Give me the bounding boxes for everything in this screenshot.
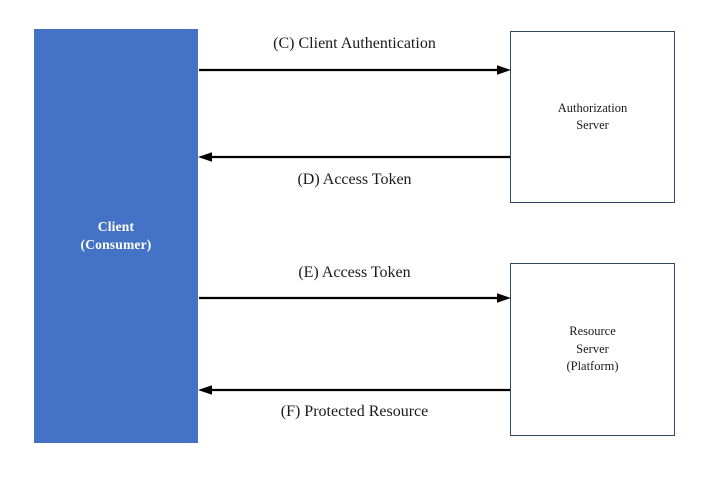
arrow-client-authentication	[198, 63, 511, 77]
authorization-server-label-line-1: Authorization	[557, 100, 628, 115]
arrow-right-icon	[199, 293, 511, 303]
client-box-label-line-2: (Consumer)	[80, 237, 152, 252]
resource-server-box: Resource Server (Platform)	[510, 263, 675, 436]
resource-server-label-line-3: (Platform)	[566, 359, 619, 374]
arrow-label-access-token-auth: (D) Access Token	[297, 171, 412, 188]
arrow-label-protected-resource: (F) Protected Resource	[280, 403, 429, 420]
arrow-access-token-auth	[198, 150, 511, 164]
resource-server-label-line-2: Server	[576, 341, 609, 356]
authorization-server-label-line-2: Server	[576, 118, 609, 132]
client-box: Client (Consumer)	[34, 29, 198, 443]
arrow-left-icon	[198, 152, 510, 162]
arrow-right-icon	[199, 65, 511, 75]
resource-server-label: Resource Server (Platform)	[566, 323, 618, 376]
arrow-label-client-authentication: (C) Client Authentication	[273, 35, 436, 52]
arrow-protected-resource	[198, 383, 511, 397]
arrow-access-token-resource	[198, 291, 511, 305]
resource-server-label-line-1: Resource	[569, 324, 616, 339]
authorization-server-box: Authorization Server	[510, 31, 675, 203]
authorization-server-label: Authorization Server	[558, 100, 627, 135]
client-box-label-line-1: Client	[97, 218, 135, 234]
arrow-label-access-token-resource: (E) Access Token	[298, 264, 411, 281]
arrow-left-icon	[198, 385, 510, 395]
client-box-label: Client (Consumer)	[81, 218, 152, 254]
